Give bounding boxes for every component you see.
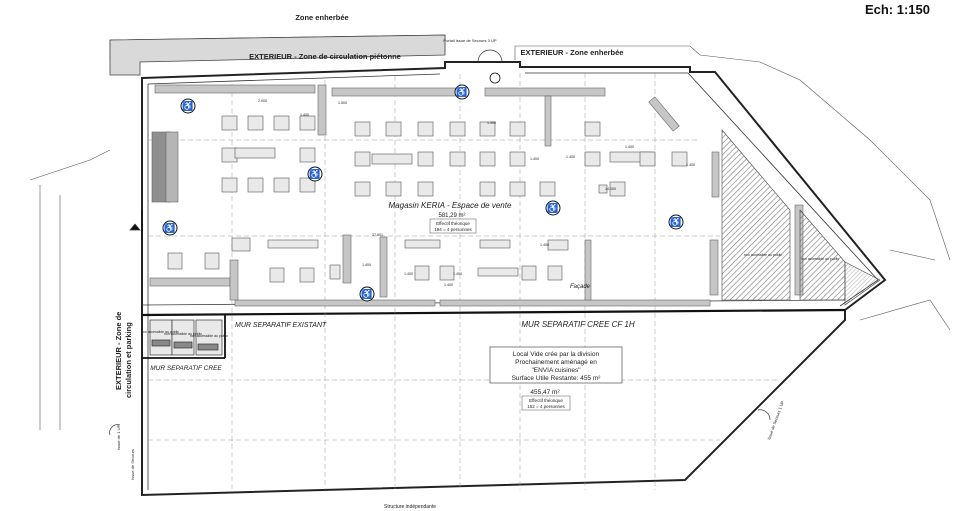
scale-label: Ech: 1:150 (864, 2, 930, 17)
zone-parking-2: circulation et parking (124, 322, 133, 398)
svg-text:♿: ♿ (547, 202, 558, 213)
door-secours-left: Issue de 1 UP (116, 425, 121, 450)
dimension-label: 1.400 (540, 243, 549, 247)
hatched-zones (721, 129, 881, 306)
zone-grass-top: Zone enherbée (295, 13, 348, 22)
wheelchair-icon: ♿ (454, 84, 470, 100)
local-line1: Local Vide crée par la division (513, 351, 600, 358)
dimension-label: 2.000 (258, 99, 267, 103)
svg-text:♿: ♿ (182, 100, 193, 111)
svg-text:♿: ♿ (670, 216, 681, 227)
accessible-label-5: non accessible au public (801, 257, 839, 261)
wheelchair-icon (489, 72, 501, 84)
local-area: 455,47 m² (530, 389, 560, 396)
labels: Zone enherbée EXTERIEUR - Zone de circul… (114, 13, 839, 510)
pedestrian-zone (109, 34, 446, 76)
dimension-labels: 2.000 1.400 1.500 1.400 1.400 1.400 1.400 1.400… (258, 99, 695, 287)
wall-new-cf: MUR SEPARATIF CREE CF 1H (521, 320, 634, 329)
dimension-label: 1.400 (625, 145, 634, 149)
building-outline (141, 61, 887, 497)
svg-text:♿: ♿ (309, 168, 320, 179)
wall-new: MUR SEPARATIF CREE (150, 365, 222, 372)
dimension-label: 1.400 (530, 157, 539, 161)
local-line3: "ENVIA cuisines" (531, 367, 581, 374)
display-tables (167, 115, 688, 283)
zone-grass-right: EXTERIEUR - Zone enherbée (521, 48, 624, 57)
svg-text:♿: ♿ (456, 86, 467, 97)
dimension-label: 1.400 (300, 113, 309, 117)
accessible-label-4: non accessible au public (744, 253, 782, 257)
dimension-label: 1.500 (338, 101, 347, 105)
service-rooms (149, 319, 223, 356)
accessible-label-3: non accessible au public (190, 334, 228, 338)
accessible-label-2: non accessible au public (164, 332, 202, 336)
dimension-label: 1.400 (487, 121, 496, 125)
zone-pedestrian: EXTERIEUR - Zone de circulation piétonne (249, 52, 401, 61)
zone-parking-1: EXTERIEUR - Zone de (114, 312, 123, 390)
accessibility-icons: ♿ ♿ ♿ ♿ ♿ ♿ ♿ (162, 72, 684, 302)
wheelchair-icon: ♿ (307, 166, 323, 182)
local-effectif-2: 152 = 4 personnes (527, 404, 565, 409)
local-line2: Prochainement aménagé en (515, 359, 597, 366)
wheelchair-icon: ♿ (162, 220, 178, 236)
wall-existing: MUR SEPARATIF EXISTANT (235, 322, 327, 329)
door-secours-top: Portail issue de Secours 3 UP (443, 38, 496, 43)
dimension-label: 1.400 (362, 263, 371, 267)
doors (109, 49, 771, 436)
wheelchair-icon: ♿ (359, 286, 375, 302)
door-secours-left2: Issue de Secours (130, 449, 135, 480)
store-fixtures (149, 84, 804, 307)
zone-structure: Structure indépendante (384, 504, 436, 510)
dimension-label: 1.400 (404, 272, 413, 276)
store-effectif-2: 194 = 4 personnes (434, 227, 472, 232)
dimension-label: 14.000 (605, 187, 616, 191)
dimension-label: 37.601 (372, 233, 383, 237)
wheelchair-icon: ♿ (545, 200, 561, 216)
store-facade: Façade (570, 284, 591, 290)
store-title: Magasin KERIA - Espace de vente (389, 201, 512, 210)
store-area: 581,29 m² (438, 213, 465, 219)
accessible-label-1: non accessible au public (141, 330, 179, 334)
door-secours-right: Issue de Secours 1 UP (766, 400, 785, 440)
dimension-label: 1.400 (444, 283, 453, 287)
wheelchair-icon: ♿ (668, 214, 684, 230)
dimension-label: 1.400 (566, 155, 575, 159)
svg-text:♿: ♿ (164, 222, 175, 233)
wheelchair-icon: ♿ (180, 98, 196, 114)
dimension-label: 1.400 (453, 272, 462, 276)
local-line4: Surface Utile Restante: 455 m² (512, 375, 602, 382)
svg-text:♿: ♿ (361, 288, 372, 299)
dimension-label: 1.400 (686, 163, 695, 167)
store-effectif-1: Effectif théorique (436, 221, 470, 226)
local-effectif-1: Effectif théorique (529, 398, 563, 403)
